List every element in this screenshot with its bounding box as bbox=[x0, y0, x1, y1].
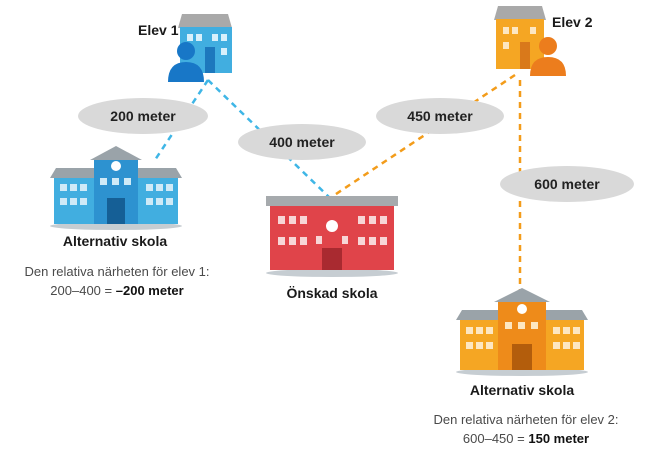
alt-school-1-result: –200 meter bbox=[115, 283, 184, 298]
alt-school-2-result: 150 meter bbox=[528, 431, 590, 446]
alt-school-1-calc: 200–400 = bbox=[50, 283, 113, 298]
distance-pill-elev2-wish: 450 meter bbox=[376, 98, 504, 134]
alt-school-1-icon bbox=[50, 146, 182, 230]
wish-school-title: Önskad skola bbox=[286, 285, 378, 301]
elev1-house-person-icon bbox=[168, 14, 232, 82]
wish-school-icon bbox=[266, 196, 398, 277]
alt-school-1-note-line2: 200–400 = –200 meter bbox=[4, 281, 230, 300]
alt-school-1-title: Alternativ skola bbox=[62, 233, 168, 249]
line-elev2-wish bbox=[329, 73, 516, 200]
alt-school-1-note-line1: Den relativa närheten för elev 1: bbox=[24, 264, 210, 279]
elev1-label: Elev 1 bbox=[138, 22, 179, 38]
alt-school-2-note: Den relativa närheten för elev 2: 600–45… bbox=[410, 410, 642, 448]
alt-school-1-note: Den relativa närheten för elev 1: 200–40… bbox=[4, 262, 230, 300]
distance-pill-elev2-alt: 600 meter bbox=[500, 166, 634, 202]
elev2-house-person-icon bbox=[494, 6, 566, 76]
alt-school-2-icon bbox=[456, 288, 588, 376]
alt-school-2-calc: 600–450 = bbox=[462, 431, 525, 446]
alt-school-2-title: Alternativ skola bbox=[469, 382, 575, 398]
distance-pill-elev1-wish: 400 meter bbox=[238, 124, 366, 160]
elev2-label: Elev 2 bbox=[552, 14, 593, 30]
distance-pill-elev1-alt: 200 meter bbox=[78, 98, 208, 134]
alt-school-2-note-line2: 600–450 = 150 meter bbox=[410, 429, 642, 448]
alt-school-2-note-line1: Den relativa närheten för elev 2: bbox=[433, 412, 619, 427]
